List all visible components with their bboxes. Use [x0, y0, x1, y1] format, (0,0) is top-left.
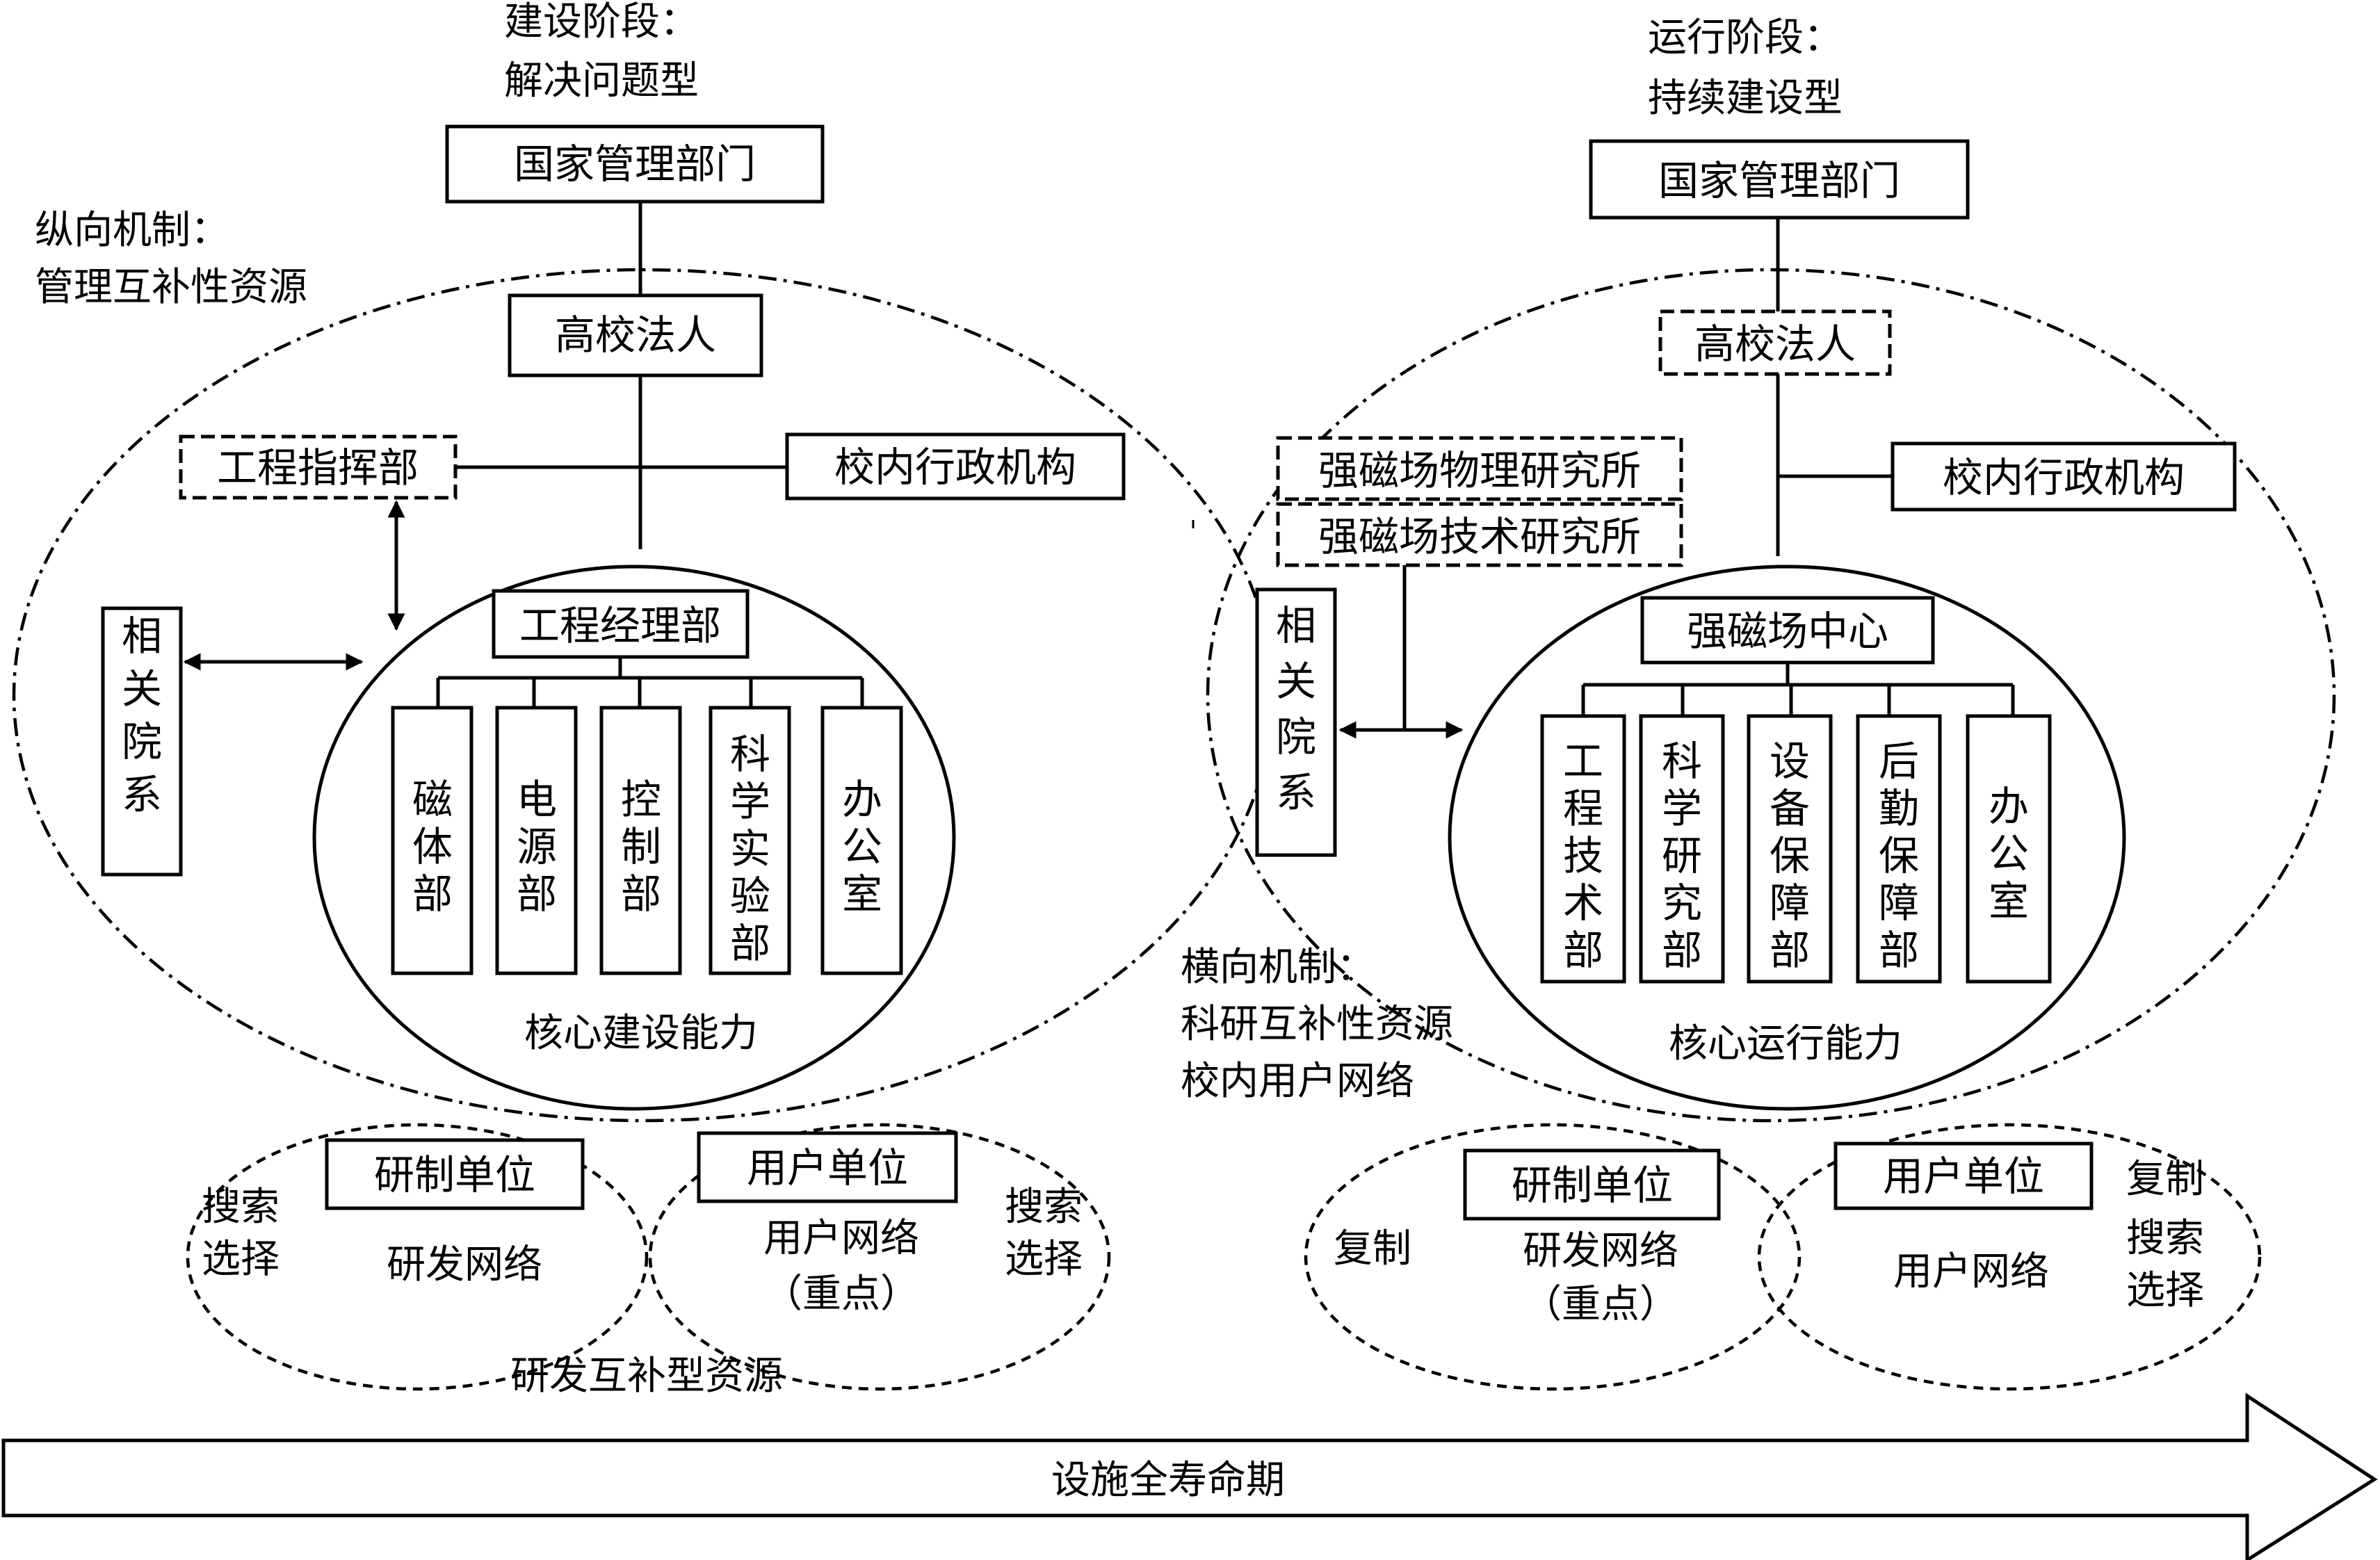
operation-university-box [1658, 309, 1892, 376]
vertical-mechanism-title: 纵向机制： [35, 208, 229, 253]
operation-core-caption: 核心运行能力 [1669, 1021, 1902, 1066]
user-network-ellipse-right [1757, 1123, 2262, 1391]
construction-admin-org-label: 校内行政机构 [834, 444, 1076, 491]
operation-core-box [1640, 596, 1935, 665]
construction-stage-type: 解决问题型 [504, 58, 699, 104]
construction-related-depts-box [101, 606, 183, 877]
vertical-mechanism-desc: 管理互补性资源 [35, 265, 307, 310]
construction-rd-unit-box [325, 1138, 585, 1210]
operation-user-unit-box [1833, 1141, 2094, 1210]
construction-bottom-caption: 研发互补型资源 [510, 1354, 783, 1399]
construction-core-label: 工程经理部 [519, 602, 721, 649]
operation-unit-label-1: 工程技术部 [1563, 738, 1603, 974]
construction-rd-action-1: 搜索 [202, 1185, 280, 1230]
construction-unit-label-3: 控制部 [621, 776, 661, 918]
construction-unit-box-4 [709, 706, 791, 975]
construction-unit-box-2 [495, 706, 578, 975]
construction-core-caption: 核心建设能力 [524, 1011, 758, 1056]
horizontal-mechanism-desc2: 校内用户网络 [1181, 1059, 1414, 1104]
construction-unit-box-5 [820, 706, 903, 975]
institute-physics-box [1276, 436, 1683, 501]
construction-scope-ellipse [12, 268, 1274, 1123]
operation-rd-focus-label: （重点） [1523, 1282, 1678, 1327]
construction-user-network-label: 用户网络 [763, 1216, 919, 1261]
construction-rd-unit-label: 研制单位 [374, 1151, 535, 1199]
operation-unit-label-5: 办公室 [1989, 783, 2029, 925]
operation-unit-label-4: 后勤保障部 [1879, 738, 1919, 974]
construction-rd-network-label: 研发网络 [387, 1242, 542, 1287]
construction-core-box [492, 589, 750, 659]
project-command-box [179, 434, 458, 500]
operation-stage-type: 持续建设型 [1648, 76, 1843, 121]
construction-unit-box-1 [391, 706, 473, 975]
operation-scope-ellipse [1206, 268, 2336, 1123]
construction-user-unit-label: 用户单位 [747, 1144, 908, 1192]
operation-national-dept-box [1589, 139, 1970, 220]
construction-user-focus-label: （重点） [763, 1271, 919, 1317]
construction-unit-label-4: 科学实验部 [730, 731, 770, 967]
operation-user-network-label: 用户网络 [1893, 1249, 2049, 1294]
operation-unit-box-4 [1856, 714, 1942, 984]
institute-tech-label: 强磁场技术研究所 [1318, 513, 1641, 560]
operation-unit-box-5 [1966, 714, 2052, 984]
construction-related-depts-label: 相关院系 [122, 612, 162, 818]
operation-user-unit-label: 用户单位 [1883, 1153, 2044, 1200]
operation-unit-box-3 [1747, 714, 1833, 984]
construction-unit-label-1: 磁体部 [412, 776, 453, 918]
operation-rd-unit-label: 研制单位 [1512, 1162, 1673, 1209]
operation-admin-org-box [1891, 441, 2237, 512]
construction-unit-label-2: 电源部 [517, 776, 557, 918]
lifecycle-label: 设施全寿命期 [1051, 1458, 1285, 1503]
lifecycle-arrow [1, 1392, 2378, 1560]
institute-physics-label: 强磁场物理研究所 [1318, 447, 1641, 494]
operation-stage-title: 运行阶段： [1648, 15, 1843, 60]
construction-admin-org-box [785, 432, 1126, 501]
operation-unit-box-2 [1639, 714, 1725, 984]
operation-rd-action: 复制 [1334, 1226, 1411, 1271]
institute-tech-box [1276, 502, 1683, 567]
operation-rd-network-label: 研发网络 [1523, 1228, 1678, 1274]
construction-stage-title: 建设阶段： [504, 0, 699, 44]
construction-university-box [508, 293, 763, 377]
core-construction-ellipse [312, 564, 956, 1111]
operation-unit-label-2: 科学研究部 [1662, 738, 1702, 974]
rd-network-ellipse-left [186, 1123, 649, 1391]
operation-user-action-2b: 选择 [2126, 1268, 2204, 1313]
construction-unit-label-5: 办公室 [842, 776, 882, 918]
operation-related-depts-box [1255, 587, 1337, 857]
project-command-label: 工程指挥部 [217, 444, 419, 491]
operation-rd-unit-box [1463, 1148, 1721, 1221]
operation-user-action-1: 复制 [2126, 1157, 2204, 1202]
operation-national-dept-label: 国家管理部门 [1658, 157, 1900, 204]
construction-user-unit-box [697, 1131, 958, 1203]
construction-national-dept-label: 国家管理部门 [514, 140, 756, 188]
operation-related-depts-label: 相关院系 [1276, 602, 1316, 816]
construction-user-action-2: 选择 [1005, 1237, 1083, 1282]
construction-national-dept-box [445, 124, 825, 204]
rd-network-ellipse-right [1304, 1123, 1802, 1391]
horizontal-mechanism-title: 横向机制： [1181, 945, 1375, 990]
construction-university-label: 高校法人 [555, 311, 716, 359]
construction-rd-action-2: 选择 [202, 1237, 280, 1282]
operation-user-action-2a: 搜索 [2126, 1216, 2204, 1261]
operation-core-label: 强磁场中心 [1687, 608, 1888, 655]
user-network-ellipse-left [648, 1123, 1111, 1391]
operation-unit-box-1 [1540, 714, 1626, 984]
operation-admin-org-label: 校内行政机构 [1943, 454, 2185, 501]
operation-unit-label-3: 设备保障部 [1770, 738, 1810, 974]
core-operation-ellipse [1448, 564, 2126, 1111]
horizontal-mechanism-desc1: 科研互补性资源 [1181, 1002, 1453, 1047]
operation-university-label: 高校法人 [1694, 320, 1856, 368]
construction-user-action-1: 搜索 [1005, 1185, 1083, 1230]
construction-unit-box-3 [599, 706, 682, 975]
